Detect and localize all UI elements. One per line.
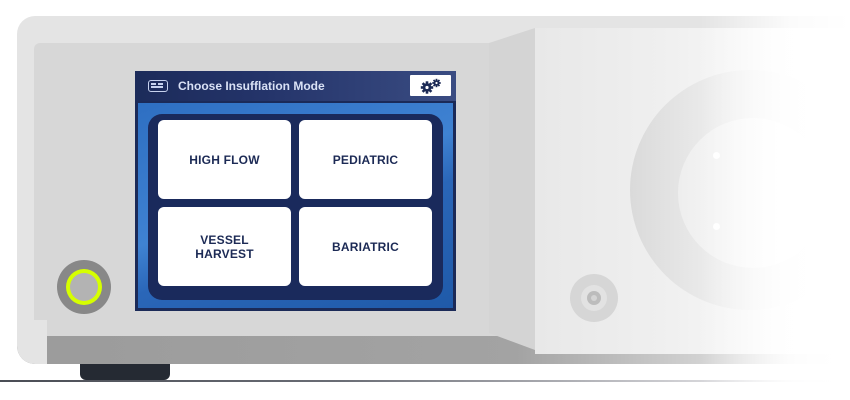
mode-bariatric-button[interactable]: BARIATRIC xyxy=(299,207,432,286)
mode-grid: HIGH FLOW PEDIATRIC VESSEL HARVEST BARIA… xyxy=(158,120,433,288)
mode-label: PEDIATRIC xyxy=(332,152,399,167)
power-button[interactable] xyxy=(57,260,111,314)
connector-dial-inner xyxy=(678,118,828,268)
device-corner xyxy=(17,320,47,364)
dial-dot xyxy=(713,152,720,159)
dial-dot xyxy=(713,223,720,230)
mode-pediatric-button[interactable]: PEDIATRIC xyxy=(299,120,432,199)
settings-button[interactable] xyxy=(410,75,451,96)
gas-port xyxy=(570,274,618,322)
right-module-side xyxy=(489,28,535,350)
mode-label: BARIATRIC xyxy=(332,239,399,254)
gears-icon xyxy=(420,78,441,94)
mode-label: VESSEL HARVEST xyxy=(195,232,254,261)
screen-title: Choose Insufflation Mode xyxy=(178,79,325,93)
mode-panel: HIGH FLOW PEDIATRIC VESSEL HARVEST BARIA… xyxy=(148,114,443,300)
screen-title-bar: Choose Insufflation Mode xyxy=(135,71,456,101)
mode-vessel-harvest-button[interactable]: VESSEL HARVEST xyxy=(158,207,291,286)
mode-high-flow-button[interactable]: HIGH FLOW xyxy=(158,120,291,199)
device-foot xyxy=(80,364,170,380)
layout-grid-icon xyxy=(148,80,168,92)
touch-screen: Choose Insufflation Mode xyxy=(135,71,456,311)
power-led-ring xyxy=(66,269,102,305)
floor-line xyxy=(0,380,850,382)
mode-label: HIGH FLOW xyxy=(189,152,260,167)
